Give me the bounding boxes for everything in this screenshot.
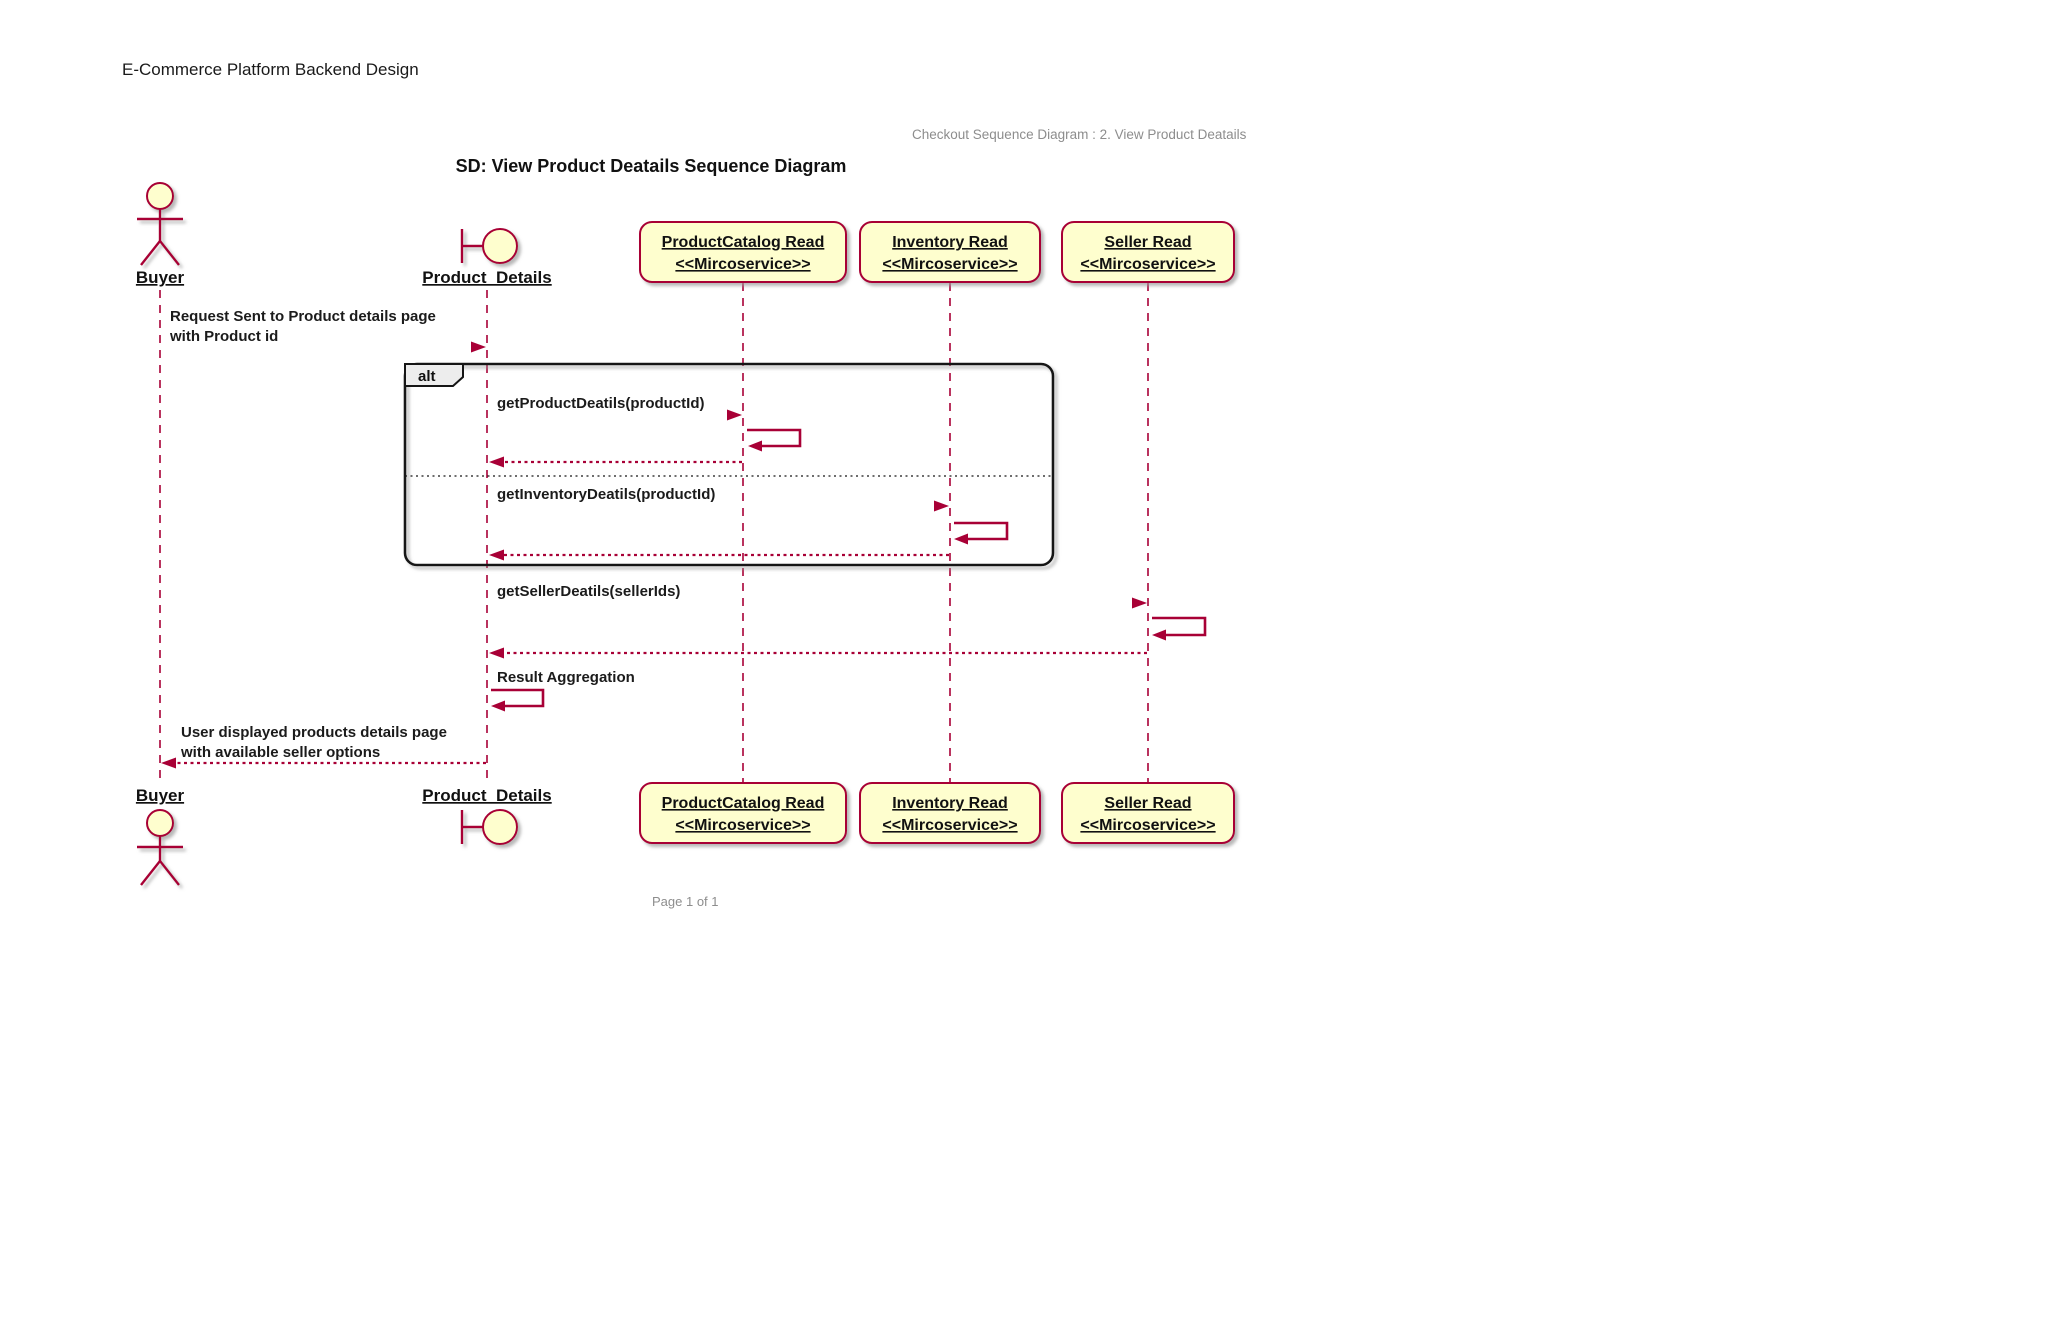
participants-bottom: Buyer Product_Details ProductCatalog Rea…: [136, 782, 1235, 886]
message-get-product: getProductDeatils(productId): [487, 395, 802, 468]
actor-buyer-top: [137, 182, 183, 266]
participant-name: Seller Read: [1104, 795, 1191, 812]
actor-icon: [146, 809, 174, 837]
arrowhead-left: [491, 700, 505, 712]
participants-top: Buyer Product_Details ProductCatalog Rea…: [136, 182, 1235, 287]
alt-operator-label: alt: [418, 368, 436, 385]
message-label: getSellerDeatils(sellerIds): [497, 583, 680, 600]
boundary-product-details-bottom: [460, 809, 518, 845]
message-request: Request Sent to Product details page wit…: [160, 308, 486, 353]
participant-stereotype: <<Mircoservice>>: [1080, 817, 1215, 834]
participant-label-buyer: Buyer: [136, 268, 185, 287]
participant-name: Seller Read: [1104, 234, 1191, 251]
self-call-inventory: [954, 521, 1009, 541]
arrowhead-right: [471, 341, 486, 353]
diagram-title: SD: View Product Deatails Sequence Diagr…: [456, 156, 847, 176]
participant-label-buyer: Buyer: [136, 786, 185, 805]
message-result-aggregation: Result Aggregation: [491, 669, 635, 712]
lifelines: [159, 283, 1149, 783]
participant-label-product-details: Product_Details: [422, 786, 551, 805]
arrowhead-left: [954, 533, 968, 545]
message-response: User displayed products details page wit…: [161, 724, 486, 769]
actor-buyer-bottom: [137, 809, 183, 886]
message-label-line1: Request Sent to Product details page: [170, 308, 436, 325]
actor-icon: [146, 182, 174, 210]
message-label-line2: with available seller options: [180, 744, 380, 761]
participant-stereotype: <<Mircoservice>>: [882, 817, 1017, 834]
participant-box: [639, 221, 847, 283]
message-label-line2: with Product id: [169, 328, 278, 345]
participant-product-catalog-top: ProductCatalog Read <<Mircoservice>>: [639, 221, 847, 283]
participant-stereotype: <<Mircoservice>>: [675, 256, 810, 273]
participant-stereotype: <<Mircoservice>>: [1080, 256, 1215, 273]
arrowhead-right: [1132, 597, 1147, 609]
participant-box: [639, 782, 847, 844]
alt-frame-tab: [404, 363, 464, 387]
message-label: Result Aggregation: [497, 669, 635, 686]
arrowhead-left: [489, 647, 504, 659]
participant-name: ProductCatalog Read: [662, 795, 825, 812]
arrowhead-left: [489, 456, 504, 468]
self-call-product-details: [491, 688, 545, 708]
arrowhead-left: [161, 757, 176, 769]
arrowhead-right: [727, 409, 742, 421]
arrowhead-left: [1152, 629, 1166, 641]
self-call-seller: [1152, 616, 1207, 637]
participant-label-product-details: Product_Details: [422, 268, 551, 287]
boundary-icon: [482, 809, 518, 845]
message-label-line1: User displayed products details page: [181, 724, 447, 741]
participant-box: [1061, 221, 1235, 283]
participant-seller-bottom: Seller Read <<Mircoservice>>: [1061, 782, 1235, 844]
alt-frame-border: [403, 362, 1055, 567]
participant-inventory-top: Inventory Read <<Mircoservice>>: [859, 221, 1041, 283]
participant-stereotype: <<Mircoservice>>: [882, 256, 1017, 273]
participant-box: [1061, 782, 1235, 844]
boundary-icon: [482, 228, 518, 264]
alt-frame: alt: [403, 362, 1055, 567]
participant-stereotype: <<Mircoservice>>: [675, 817, 810, 834]
self-call-product-catalog: [747, 428, 802, 448]
boundary-product-details-top: [460, 228, 518, 264]
message-label: getInventoryDeatils(productId): [497, 486, 715, 503]
message-label: getProductDeatils(productId): [497, 395, 705, 412]
participant-name: ProductCatalog Read: [662, 234, 825, 251]
message-get-inventory: getInventoryDeatils(productId): [487, 486, 1009, 561]
message-get-seller: getSellerDeatils(sellerIds): [487, 583, 1207, 659]
diagram-header-note: Checkout Sequence Diagram : 2. View Prod…: [912, 127, 1247, 142]
participant-inventory-bottom: Inventory Read <<Mircoservice>>: [859, 782, 1041, 844]
page-footer: Page 1 of 1: [652, 894, 719, 909]
participant-box: [859, 221, 1041, 283]
participant-product-catalog-bottom: ProductCatalog Read <<Mircoservice>>: [639, 782, 847, 844]
participant-name: Inventory Read: [892, 795, 1008, 812]
participant-name: Inventory Read: [892, 234, 1008, 251]
participant-seller-top: Seller Read <<Mircoservice>>: [1061, 221, 1235, 283]
arrowhead-right: [934, 500, 949, 512]
arrowhead-left: [748, 440, 762, 452]
participant-box: [859, 782, 1041, 844]
arrowhead-left: [489, 549, 504, 561]
page-title: E-Commerce Platform Backend Design: [122, 60, 419, 79]
